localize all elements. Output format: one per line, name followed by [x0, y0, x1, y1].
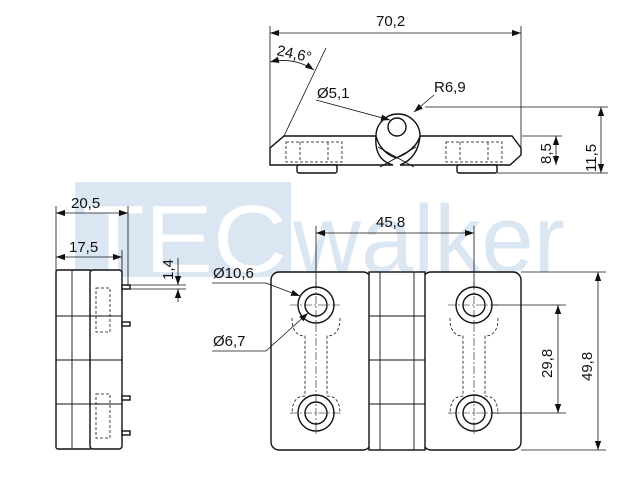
dim-counterbore-diameter: Ø10,6: [213, 265, 254, 282]
dim-plate-thickness: 8,5: [538, 143, 555, 164]
dim-angle: 24,6°: [275, 42, 313, 66]
dim-hole-spacing-y: 29,8: [539, 349, 556, 378]
watermark-box: [75, 182, 291, 277]
dim-knuckle-radius: R6,9: [434, 79, 466, 96]
dim-body-depth: 17,5: [69, 239, 98, 256]
top-view-right-stud: [456, 164, 498, 174]
side-view-left-plate: [55, 269, 93, 450]
dim-pin-diameter: Ø5,1: [317, 85, 350, 102]
dim-hole-diameter: Ø6,7: [213, 333, 246, 350]
top-view: 70,2 24,6° Ø5,1 R6,9 8,5 11,5: [269, 13, 608, 174]
dim-total-depth: 20,5: [71, 195, 100, 212]
dim-overall-height: 11,5: [583, 144, 600, 172]
dim-overall-length: 70,2: [376, 13, 405, 30]
dim-stud-offset: 1,4: [160, 259, 177, 280]
top-view-left-stud: [296, 164, 338, 174]
front-view-knuckle: [368, 271, 426, 451]
top-view-right-leaf: [399, 135, 522, 166]
side-view-right-plate: [89, 269, 123, 450]
pin-hole: [387, 117, 407, 137]
front-view: 45,8 Ø10,6 Ø6,7 29,8 49,8: [212, 214, 606, 451]
dim-hole-spacing-x: 45,8: [376, 214, 405, 231]
top-view-left-leaf: [269, 135, 394, 166]
dim-overall-width: 49,8: [579, 352, 596, 381]
side-view: 20,5 17,5 1,4: [55, 195, 186, 450]
